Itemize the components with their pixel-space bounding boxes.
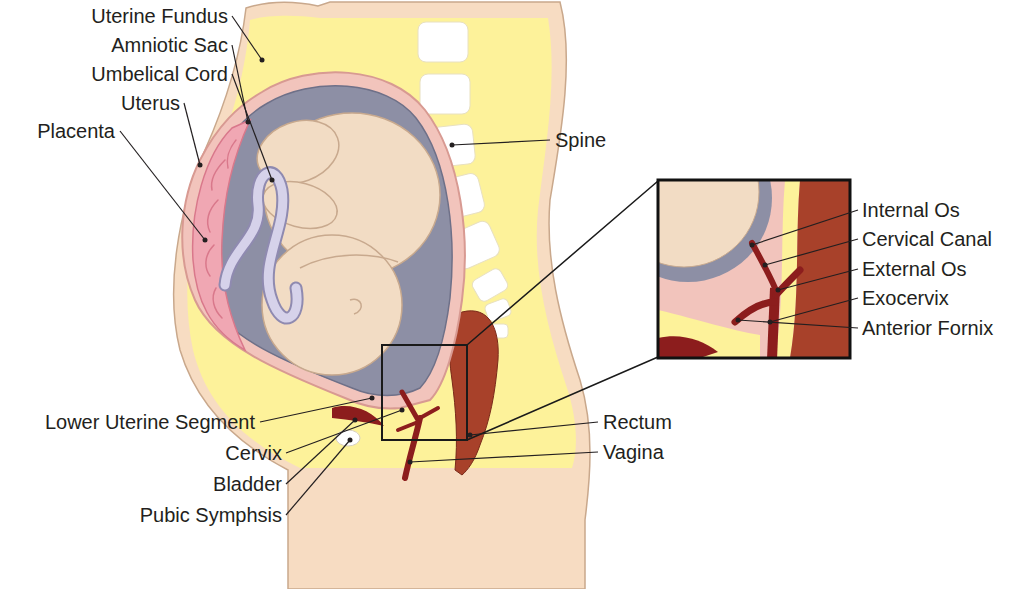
leader-line bbox=[232, 16, 262, 60]
leader-line bbox=[410, 452, 598, 462]
leader-dot bbox=[768, 320, 773, 325]
leader-dot bbox=[348, 438, 353, 443]
part-label: Uterus bbox=[121, 92, 180, 114]
inset-bladder bbox=[658, 336, 718, 358]
leader-dot bbox=[246, 120, 251, 125]
part-label: Cervical Canal bbox=[862, 228, 992, 250]
striation bbox=[212, 160, 225, 190]
leader-line bbox=[452, 140, 550, 145]
leader-dot bbox=[370, 396, 375, 401]
inset-cervical-canal bbox=[752, 243, 775, 288]
leader-dot bbox=[468, 433, 473, 438]
part-label: Bladder bbox=[213, 473, 282, 495]
leader-line bbox=[765, 239, 858, 265]
cervical-canal bbox=[402, 392, 418, 420]
leader-line bbox=[232, 74, 272, 180]
part-label: Lower Uterine Segment bbox=[45, 411, 255, 433]
body-outline bbox=[174, 2, 590, 589]
leader-dot bbox=[353, 418, 358, 423]
vertebra bbox=[420, 74, 470, 114]
leader-dot bbox=[400, 408, 405, 413]
leader-dot bbox=[270, 178, 275, 183]
leader-line bbox=[120, 131, 205, 240]
vertebra bbox=[418, 22, 468, 62]
inset-illustration bbox=[658, 180, 850, 358]
striation bbox=[227, 140, 236, 168]
umbilical-cord-outline bbox=[225, 173, 297, 318]
leader-dot bbox=[450, 143, 455, 148]
vertebra bbox=[470, 267, 510, 304]
striation bbox=[213, 288, 222, 318]
leader-line bbox=[738, 320, 858, 328]
leader-line bbox=[778, 269, 858, 290]
part-label: External Os bbox=[862, 258, 966, 280]
leader-line bbox=[752, 210, 858, 245]
leader-line bbox=[770, 298, 858, 322]
part-label: Placenta bbox=[37, 120, 115, 142]
fetus-leg bbox=[258, 174, 343, 236]
placenta-striations bbox=[206, 140, 236, 318]
leader-dot bbox=[776, 288, 781, 293]
part-label: Vagina bbox=[603, 441, 664, 463]
leader-dot bbox=[198, 163, 203, 168]
part-label: Umbelical Cord bbox=[91, 63, 228, 85]
inset-amniotic-sac bbox=[658, 180, 772, 282]
part-label: Cervix bbox=[225, 442, 282, 464]
part-label: Spine bbox=[555, 129, 606, 151]
fetus-arm bbox=[300, 255, 398, 268]
zoom-box bbox=[382, 345, 467, 440]
leader-line bbox=[184, 103, 200, 165]
part-label: Anterior Fornix bbox=[862, 317, 993, 339]
leader-lines bbox=[120, 16, 858, 515]
part-label: Uterine Fundus bbox=[91, 5, 228, 27]
leader-dot bbox=[750, 243, 755, 248]
fornix-shape bbox=[398, 408, 438, 430]
leader-dot bbox=[260, 58, 265, 63]
part-label: Rectum bbox=[603, 411, 672, 433]
leader-dot bbox=[736, 318, 741, 323]
uterus-wall bbox=[182, 72, 465, 408]
umbilical-cord bbox=[225, 173, 297, 318]
fetus-ear bbox=[350, 299, 361, 314]
leader-line bbox=[470, 422, 598, 435]
leader-dot bbox=[763, 263, 768, 268]
leader-dots bbox=[198, 58, 781, 465]
part-label: Internal Os bbox=[862, 199, 960, 221]
leader-dot bbox=[203, 238, 208, 243]
leader-line bbox=[286, 440, 350, 515]
part-label: Amniotic Sac bbox=[111, 34, 228, 56]
leader-dot bbox=[408, 460, 413, 465]
part-label: Exocervix bbox=[862, 287, 949, 309]
part-label: Pubic Symphsis bbox=[140, 504, 282, 526]
bladder-shape bbox=[332, 406, 384, 426]
inset-frame bbox=[658, 180, 850, 358]
striation bbox=[208, 200, 218, 232]
pubic-symphysis bbox=[336, 430, 360, 446]
striation bbox=[206, 245, 214, 276]
inset-fetus-head bbox=[658, 180, 759, 267]
zoom-line bbox=[467, 181, 658, 440]
leader-line bbox=[260, 398, 372, 422]
inset-fornix bbox=[735, 270, 800, 322]
